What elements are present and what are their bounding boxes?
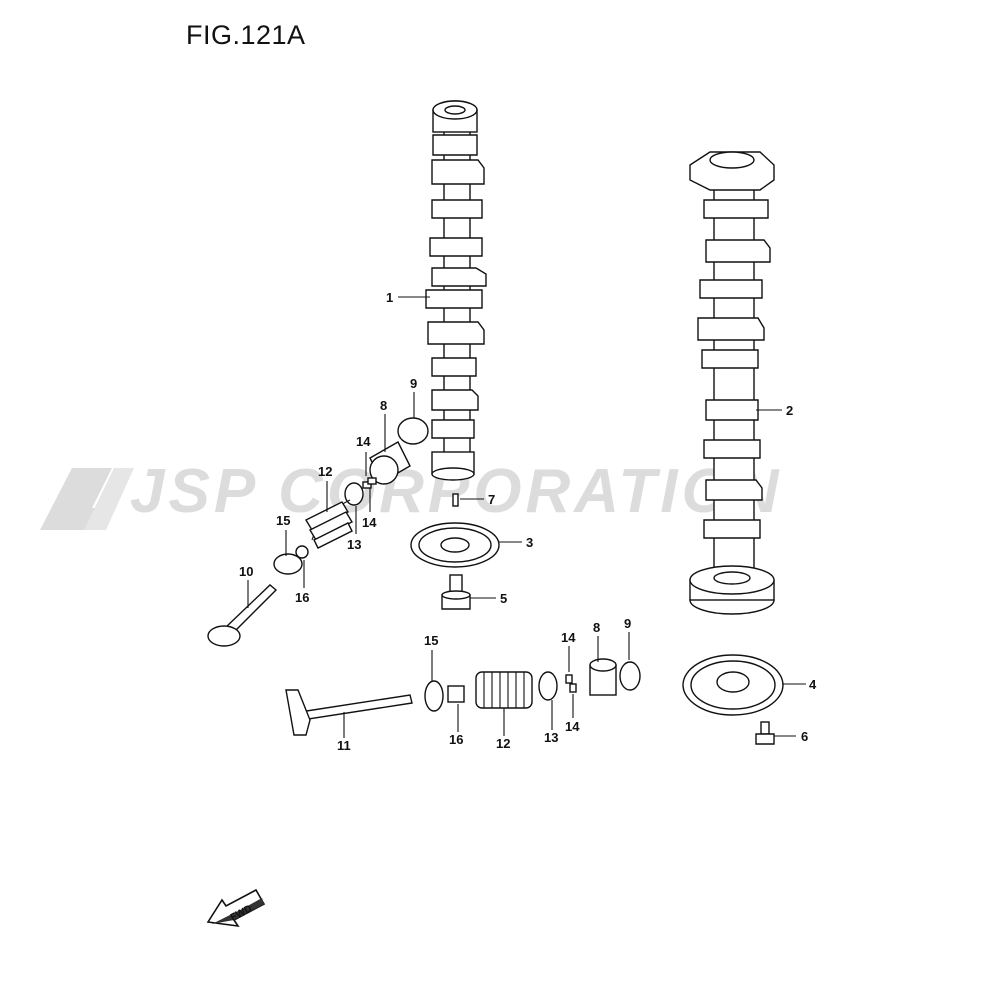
callout-16-lower: 16	[449, 732, 463, 747]
valve-seal-15-upper[interactable]	[273, 553, 303, 575]
callout-13-upper: 13	[347, 537, 361, 552]
callout-13-lower: 13	[544, 730, 558, 745]
bolt-6[interactable]	[755, 721, 775, 745]
valve-11[interactable]	[285, 689, 413, 736]
cotter-14-upper[interactable]	[362, 477, 377, 489]
shim-9-lower[interactable]	[619, 661, 641, 691]
retainer-13-lower[interactable]	[538, 671, 558, 701]
callout-5: 5	[500, 591, 507, 606]
tappet-8-upper[interactable]	[369, 441, 411, 485]
callout-8-upper: 8	[380, 398, 387, 413]
callout-11: 11	[337, 738, 351, 753]
callout-14-upper: 14	[356, 434, 371, 449]
sprocket-3[interactable]	[410, 522, 500, 568]
sprocket-4[interactable]	[682, 654, 784, 716]
camshaft-2[interactable]	[689, 151, 775, 615]
watermark-logo: JSP CORPORATION	[40, 457, 779, 530]
figure-title: FIG.121A	[186, 20, 306, 50]
leader-lines	[247, 296, 806, 738]
spring-12-lower[interactable]	[475, 671, 533, 709]
bolt-5[interactable]	[441, 574, 471, 610]
callout-15-lower: 15	[424, 633, 438, 648]
cotter-14-lower[interactable]	[565, 674, 577, 693]
retainer-13-upper[interactable]	[344, 482, 364, 506]
callout-12-upper: 12	[318, 464, 332, 479]
callout-2: 2	[786, 403, 793, 418]
pin-7[interactable]	[452, 493, 459, 507]
valve-seal-15-lower[interactable]	[424, 680, 444, 712]
callout-4: 4	[809, 677, 817, 692]
valve-10[interactable]	[207, 584, 278, 647]
washer-16-upper[interactable]	[295, 545, 309, 559]
callout-9-upper: 9	[410, 376, 417, 391]
washer-16-lower[interactable]	[447, 685, 465, 703]
shim-9-upper[interactable]	[397, 417, 429, 445]
tappet-8-lower[interactable]	[589, 658, 617, 696]
callout-8-lower: 8	[593, 620, 600, 635]
callout-labels: 1 2 3 4 5 6 7 8 9 14 12 15 14 13 10 16 1…	[239, 290, 817, 753]
callout-10: 10	[239, 564, 253, 579]
callout-14-lower: 14	[561, 630, 576, 645]
callout-9-lower: 9	[624, 616, 631, 631]
callout-15-upper: 15	[276, 513, 290, 528]
callout-3: 3	[526, 535, 533, 550]
callout-1: 1	[386, 290, 393, 305]
callout-14-upper-b: 14	[362, 515, 377, 530]
callout-7: 7	[488, 492, 495, 507]
callout-6: 6	[801, 729, 808, 744]
callout-12-lower: 12	[496, 736, 510, 751]
callout-14-lower-b: 14	[565, 719, 580, 734]
fwd-arrow-icon: FWD	[206, 888, 266, 928]
callout-16-upper: 16	[295, 590, 309, 605]
spring-12-upper[interactable]	[305, 499, 353, 549]
camshaft-1[interactable]	[425, 100, 487, 481]
